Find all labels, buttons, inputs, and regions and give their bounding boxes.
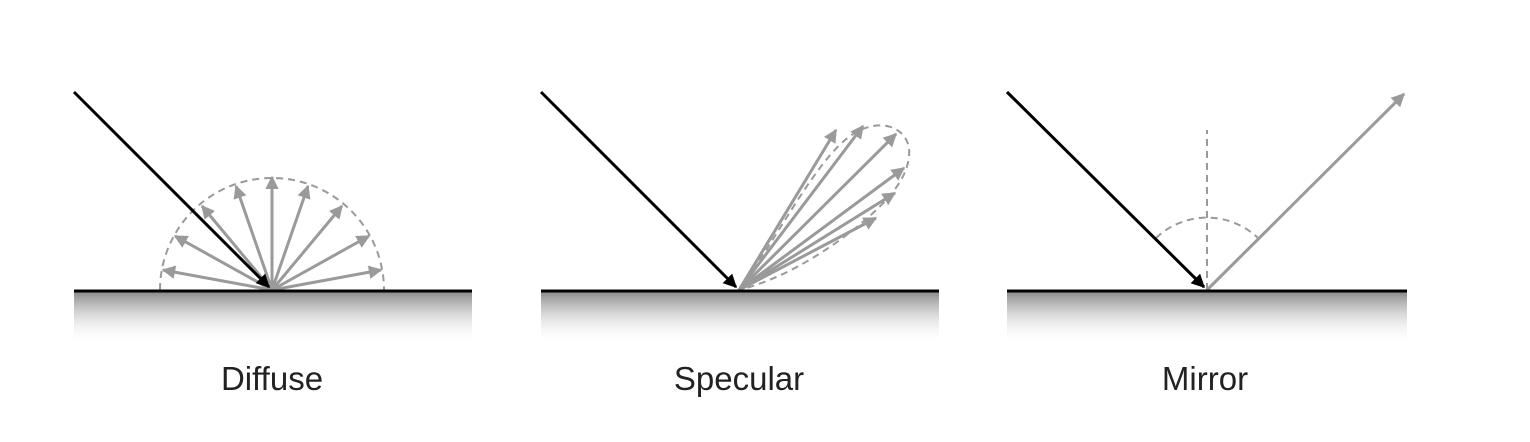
specular-panel: Specular — [539, 90, 939, 397]
reflected-ray — [738, 191, 897, 292]
diffuse-panel: Diffuse — [72, 90, 472, 397]
reflected-ray — [1205, 92, 1406, 292]
incident-ray — [72, 90, 271, 289]
panel-label-diffuse: Diffuse — [221, 360, 323, 397]
panel-label-specular: Specular — [674, 360, 804, 397]
reflected-ray — [738, 216, 878, 292]
reflected-ray — [233, 184, 274, 291]
surface-shading — [74, 292, 472, 344]
reflected-ray — [738, 166, 906, 292]
specular-lobe-envelope — [736, 124, 911, 292]
reflected-ray — [271, 234, 371, 292]
reflected-ray — [161, 265, 273, 292]
incident-ray — [539, 90, 738, 289]
reflected-ray — [737, 132, 898, 292]
reflected-ray — [737, 124, 865, 291]
surface-shading — [1007, 292, 1407, 344]
mirror-panel: Mirror — [1005, 90, 1407, 397]
diffuse-reflected-rays — [161, 175, 383, 292]
reflected-ray — [271, 265, 383, 292]
reflected-ray — [737, 128, 838, 291]
hemisphere-envelope — [159, 177, 385, 291]
reflected-ray — [270, 184, 311, 291]
angle-arc — [1155, 216, 1259, 239]
panel-label-mirror: Mirror — [1162, 360, 1248, 397]
specular-reflected-rays — [737, 124, 906, 292]
incident-ray — [1005, 90, 1206, 289]
reflected-ray — [270, 204, 344, 291]
surface-shading — [541, 292, 939, 344]
